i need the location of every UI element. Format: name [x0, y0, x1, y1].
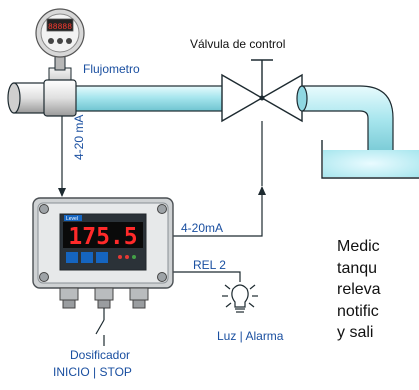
- flowmeter-display-text: 88888: [48, 23, 72, 32]
- description-line: releva: [337, 281, 381, 298]
- signal-in-label: 4-20 mA: [72, 114, 86, 160]
- doser-title-label: Dosificador: [70, 348, 131, 362]
- description-line: tanqu: [337, 259, 378, 277]
- doser-sub-label: INICIO | STOP: [53, 365, 132, 379]
- controller-display: 175.5: [68, 224, 137, 250]
- controller-enclosure: [32, 197, 174, 289]
- description-text: Medic tanqu releva notific y sali: [337, 236, 419, 344]
- signal-out-label: 4-20mA: [181, 221, 224, 235]
- description-line: y sali: [337, 324, 374, 341]
- main-pipe: [65, 85, 237, 112]
- flowmeter-body: [43, 55, 77, 117]
- signal-out-line: [172, 121, 266, 237]
- relay-label: REL 2: [193, 258, 226, 272]
- flowmeter-head: [35, 8, 85, 58]
- outlet-pipe: [296, 85, 394, 161]
- signal-in-line: [58, 116, 66, 197]
- tank: [321, 140, 419, 179]
- control-valve: [221, 59, 303, 123]
- cable-glands: [59, 287, 149, 309]
- relay-line: [172, 271, 241, 282]
- doser-switch: [95, 308, 105, 346]
- control-valve-label: Válvula de control: [190, 37, 286, 51]
- description-line: notific: [337, 302, 379, 320]
- alarm-label: Luz | Alarma: [217, 329, 284, 343]
- description-line: Medic: [337, 238, 380, 255]
- controller-brand: Level: [66, 216, 78, 222]
- flowmeter-label: Flujometro: [83, 62, 140, 76]
- lamp-icon: [222, 284, 258, 313]
